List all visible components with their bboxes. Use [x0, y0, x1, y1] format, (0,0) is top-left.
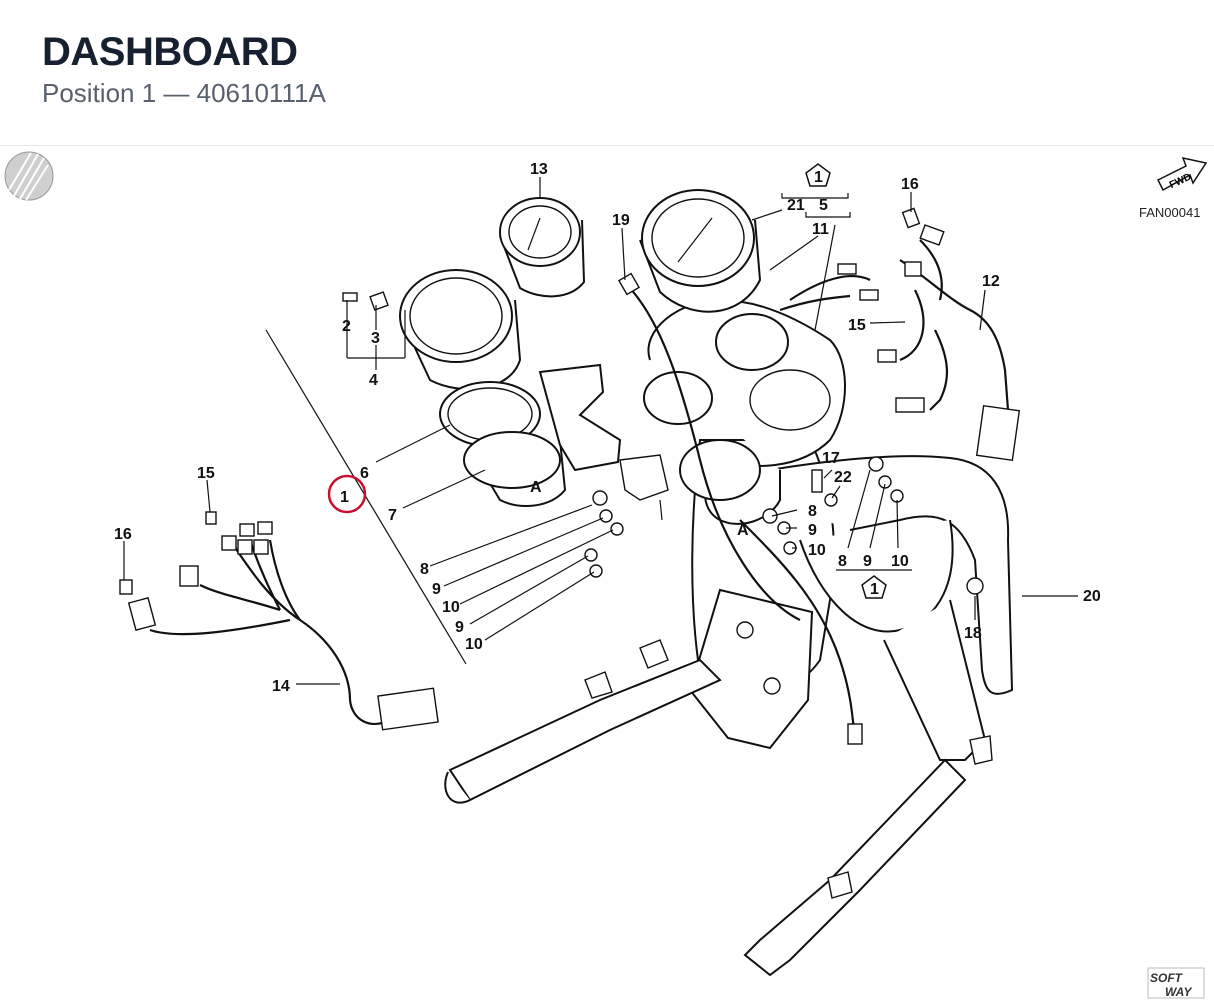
svg-text:8: 8	[838, 553, 847, 570]
svg-text:1: 1	[870, 581, 879, 598]
svg-text:1: 1	[814, 169, 823, 186]
svg-text:17: 17	[822, 450, 840, 467]
svg-text:3: 3	[371, 330, 380, 347]
svg-text:6: 6	[360, 465, 369, 482]
svg-text:12: 12	[982, 273, 1000, 290]
fastener-set	[342, 207, 984, 595]
page-subtitle: Position 1 — 40610111A	[42, 78, 326, 108]
svg-text:SOFT: SOFT	[1150, 971, 1184, 985]
highlight-position-circle	[327, 474, 367, 514]
svg-text:10: 10	[442, 599, 460, 616]
svg-text:22: 22	[834, 469, 852, 486]
svg-text:20: 20	[1083, 588, 1101, 605]
svg-text:11: 11	[812, 221, 829, 238]
svg-text:4: 4	[369, 372, 378, 389]
svg-text:14: 14	[272, 678, 290, 695]
callout-labels: 13 19 21 5 11 16 12 15 2 3 4 6 7 17 22 8…	[114, 161, 1101, 695]
highlight-position-label: 1	[340, 489, 349, 506]
svg-text:A: A	[737, 522, 749, 539]
svg-text:10: 10	[808, 542, 826, 559]
position-marker-bottom: 1	[861, 575, 887, 599]
svg-text:21: 21	[787, 197, 805, 214]
exploded-parts-diagram: FWD FAN00041	[4, 151, 1208, 999]
svg-text:13: 13	[530, 161, 548, 178]
svg-text:A: A	[530, 479, 542, 496]
svg-text:9: 9	[808, 522, 817, 539]
svg-text:8: 8	[808, 503, 817, 520]
instrument-housing	[643, 298, 846, 525]
leader-lines	[123, 177, 1078, 685]
svg-text:15: 15	[197, 465, 215, 482]
svg-text:16: 16	[901, 176, 919, 193]
speedo-cable	[617, 272, 863, 745]
svg-text:5: 5	[819, 197, 828, 214]
svg-text:19: 19	[612, 212, 630, 229]
wiring-harness-14	[119, 511, 439, 731]
hatched-disc-icon	[4, 151, 54, 201]
page-title: DASHBOARD	[42, 30, 298, 74]
softway-logo: SOFT WAY	[1147, 967, 1205, 999]
small-gauge	[499, 197, 586, 298]
svg-text:18: 18	[964, 625, 982, 642]
position-marker-top: 1	[805, 163, 831, 187]
svg-text:WAY: WAY	[1165, 985, 1192, 999]
svg-text:10: 10	[465, 636, 483, 653]
svg-text:9: 9	[863, 553, 872, 570]
svg-text:15: 15	[848, 317, 866, 334]
diagram-code: FAN00041	[1139, 205, 1200, 220]
svg-text:7: 7	[388, 507, 397, 524]
svg-text:8: 8	[420, 561, 429, 578]
wiring-harness-12	[779, 224, 1021, 462]
forward-arrow-icon: FWD	[1156, 156, 1208, 191]
tachometer-gauge	[639, 189, 762, 313]
svg-text:2: 2	[342, 318, 351, 335]
svg-text:10: 10	[891, 553, 909, 570]
svg-text:9: 9	[432, 581, 441, 598]
svg-text:9: 9	[455, 619, 464, 636]
page-header: DASHBOARD Position 1 — 40610111A	[0, 0, 1214, 146]
speedometer-gauge	[399, 269, 622, 507]
svg-text:16: 16	[114, 526, 132, 543]
